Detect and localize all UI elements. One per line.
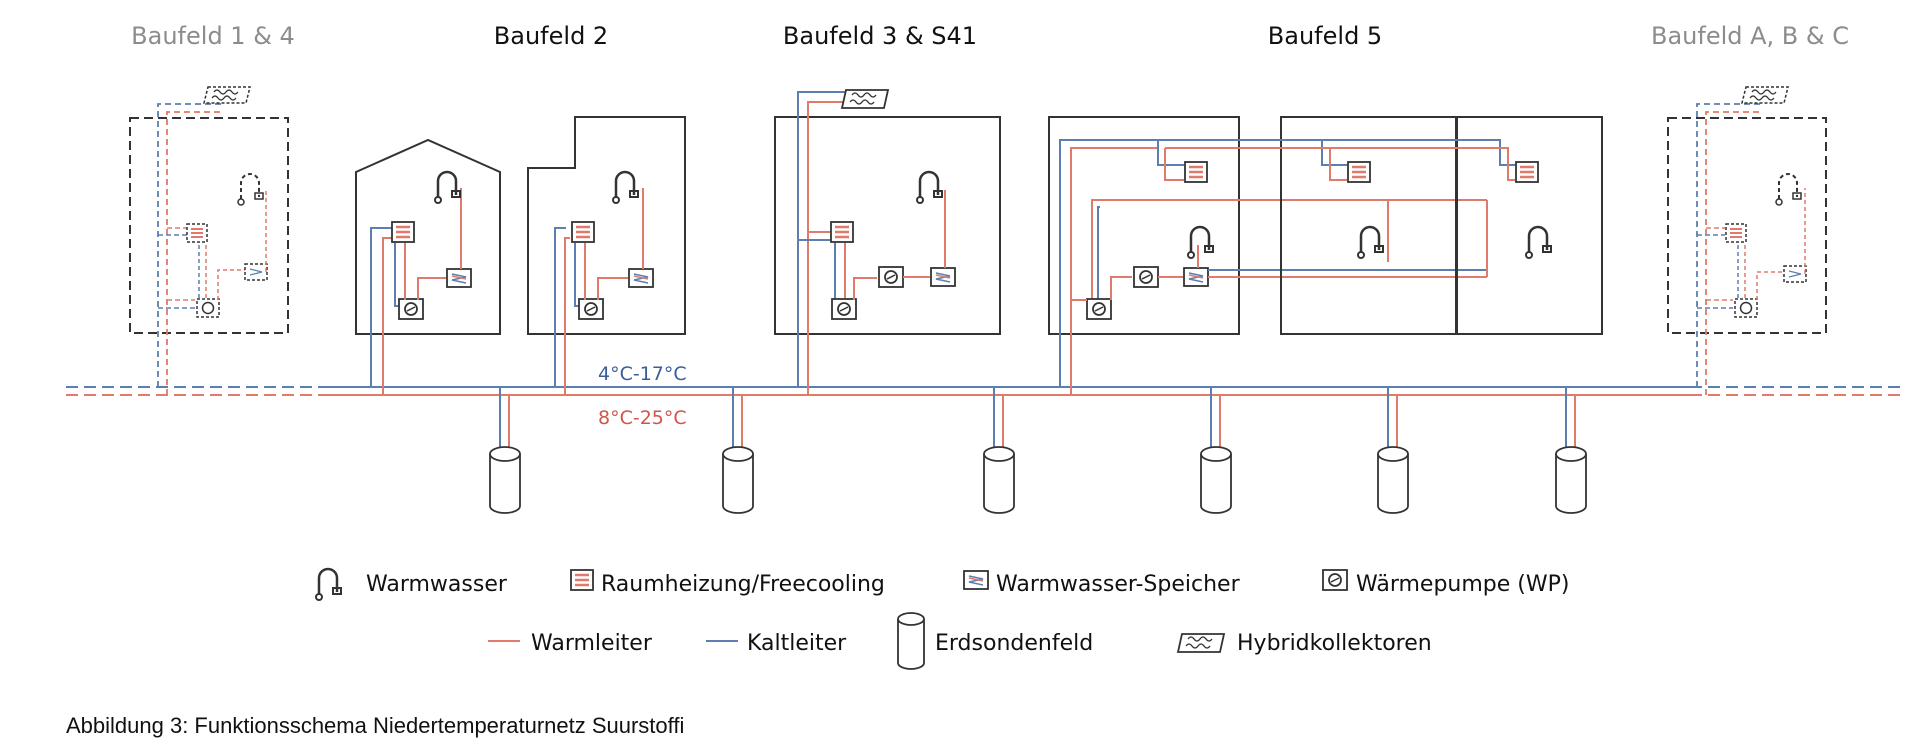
storage-tank-icon [963, 570, 989, 590]
figure-caption: Abbildung 3: Funktionsschema Niedertempe… [66, 713, 685, 738]
legend-warmleiter: Warmleiter [531, 631, 653, 656]
building-baufeld-2b [527, 116, 686, 395]
field-title-5: Baufeld 5 [1268, 22, 1382, 50]
building-baufeld-a-b-c [1667, 86, 1827, 395]
building-baufeld-3-s41 [774, 89, 1001, 395]
legend-erdsonden: Erdsondenfeld [935, 631, 1093, 656]
legend-speicher: Warmwasser-Speicher [996, 572, 1241, 597]
radiator-icon [569, 568, 595, 592]
legend-warmwasser: Warmwasser [366, 572, 508, 597]
borehole-icon [897, 612, 925, 670]
legend-raumheizung: Raumheizung/Freecooling [601, 572, 885, 597]
solar-collector-icon [1177, 633, 1225, 653]
building-baufeld-2a [355, 138, 501, 395]
heat-pump-icon [1322, 569, 1348, 591]
building-baufeld-5c [1322, 116, 1603, 335]
legend-kaltleiter: Kaltleiter [747, 631, 847, 656]
legend: Warmwasser Raumheizung/Freecooling Warmw… [314, 567, 1569, 670]
field-title-a-b-c: Baufeld A, B & C [1651, 22, 1849, 50]
building-baufeld-5a [1048, 116, 1487, 395]
borehole-field [489, 387, 1587, 514]
field-title-1-4: Baufeld 1 & 4 [131, 22, 295, 50]
building-baufeld-5b [1158, 116, 1457, 335]
field-title-2: Baufeld 2 [494, 22, 608, 50]
faucet-icon [314, 567, 343, 602]
building-baufeld-1-4 [129, 86, 289, 395]
field-title-3-s41: Baufeld 3 & S41 [783, 22, 977, 50]
temp-label-cold: 4°C-17°C [598, 363, 687, 385]
legend-waermepumpe: Wärmepumpe (WP) [1356, 572, 1569, 597]
temp-label-warm: 8°C-25°C [598, 407, 687, 429]
main-pipes [66, 386, 1900, 396]
legend-hybrid: Hybridkollektoren [1237, 631, 1432, 656]
